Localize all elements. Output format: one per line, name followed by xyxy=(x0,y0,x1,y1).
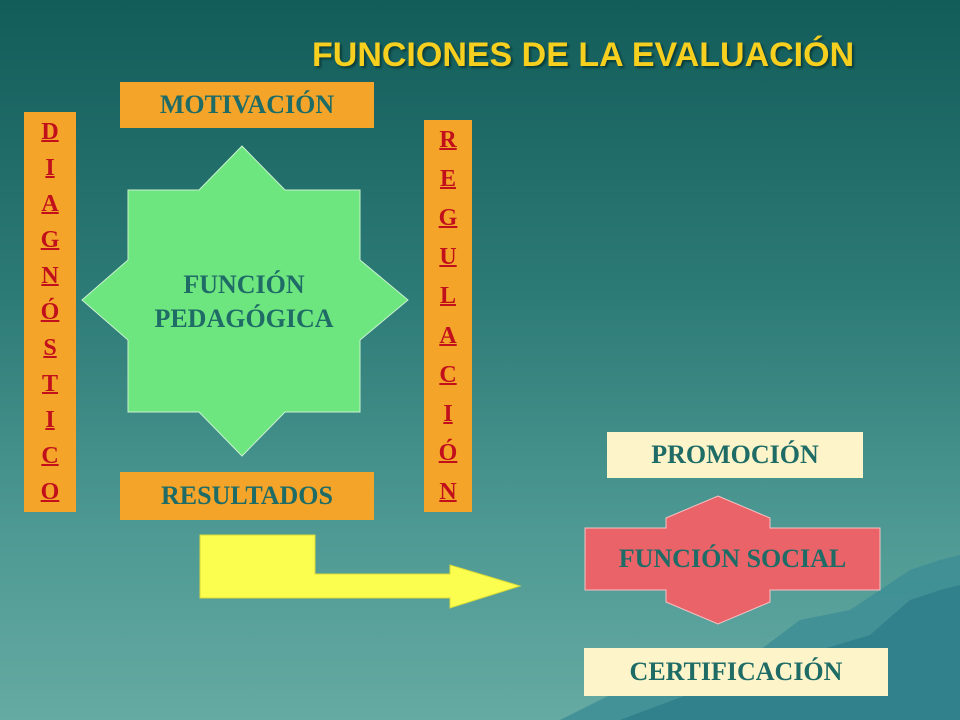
regulacion-letter: E xyxy=(439,166,456,193)
diagnostico-letter: T xyxy=(41,371,58,397)
diagnostico-letter: N xyxy=(41,263,59,289)
diagnostico-letter: A xyxy=(41,191,59,217)
regulacion-letter: U xyxy=(439,244,457,271)
regulacion-letter: I xyxy=(443,400,453,427)
promocion-label: PROMOCIÓN xyxy=(607,432,863,478)
diagnostico-letter: C xyxy=(41,443,59,469)
resultados-label: RESULTADOS xyxy=(120,472,374,520)
connector-arrow xyxy=(199,534,522,609)
regulacion-letter: C xyxy=(439,361,457,388)
diagnostico-letter: S xyxy=(43,335,57,361)
pedagogical-cross-arrow xyxy=(81,145,409,457)
regulacion-letter: A xyxy=(439,322,457,349)
regulacion-letter: R xyxy=(439,127,457,153)
diagnostico-letter: O xyxy=(40,479,60,505)
funcion-social-text: FUNCIÓN SOCIAL xyxy=(618,544,847,573)
funcion-pedagogica-text: FUNCIÓN PEDAGÓGICA xyxy=(154,270,334,333)
regulacion-letter: G xyxy=(438,205,458,232)
diagnostico-letter: I xyxy=(45,407,55,433)
diagnostico-letter: I xyxy=(45,155,55,181)
social-double-arrow xyxy=(584,495,881,625)
diagnostico-letter: Ó xyxy=(40,299,60,325)
page-title: FUNCIONES DE LA EVALUACIÓN xyxy=(312,36,855,74)
certificacion-label: CERTIFICACIÓN xyxy=(584,648,888,696)
regulacion-letter: Ó xyxy=(438,439,458,466)
diagnostico-letter: D xyxy=(41,119,59,145)
motivacion-label: MOTIVACIÓN xyxy=(120,82,374,128)
regulacion-letter: N xyxy=(439,478,457,505)
regulacion-letter: L xyxy=(439,283,456,310)
diagnostico-letter: G xyxy=(40,227,60,253)
